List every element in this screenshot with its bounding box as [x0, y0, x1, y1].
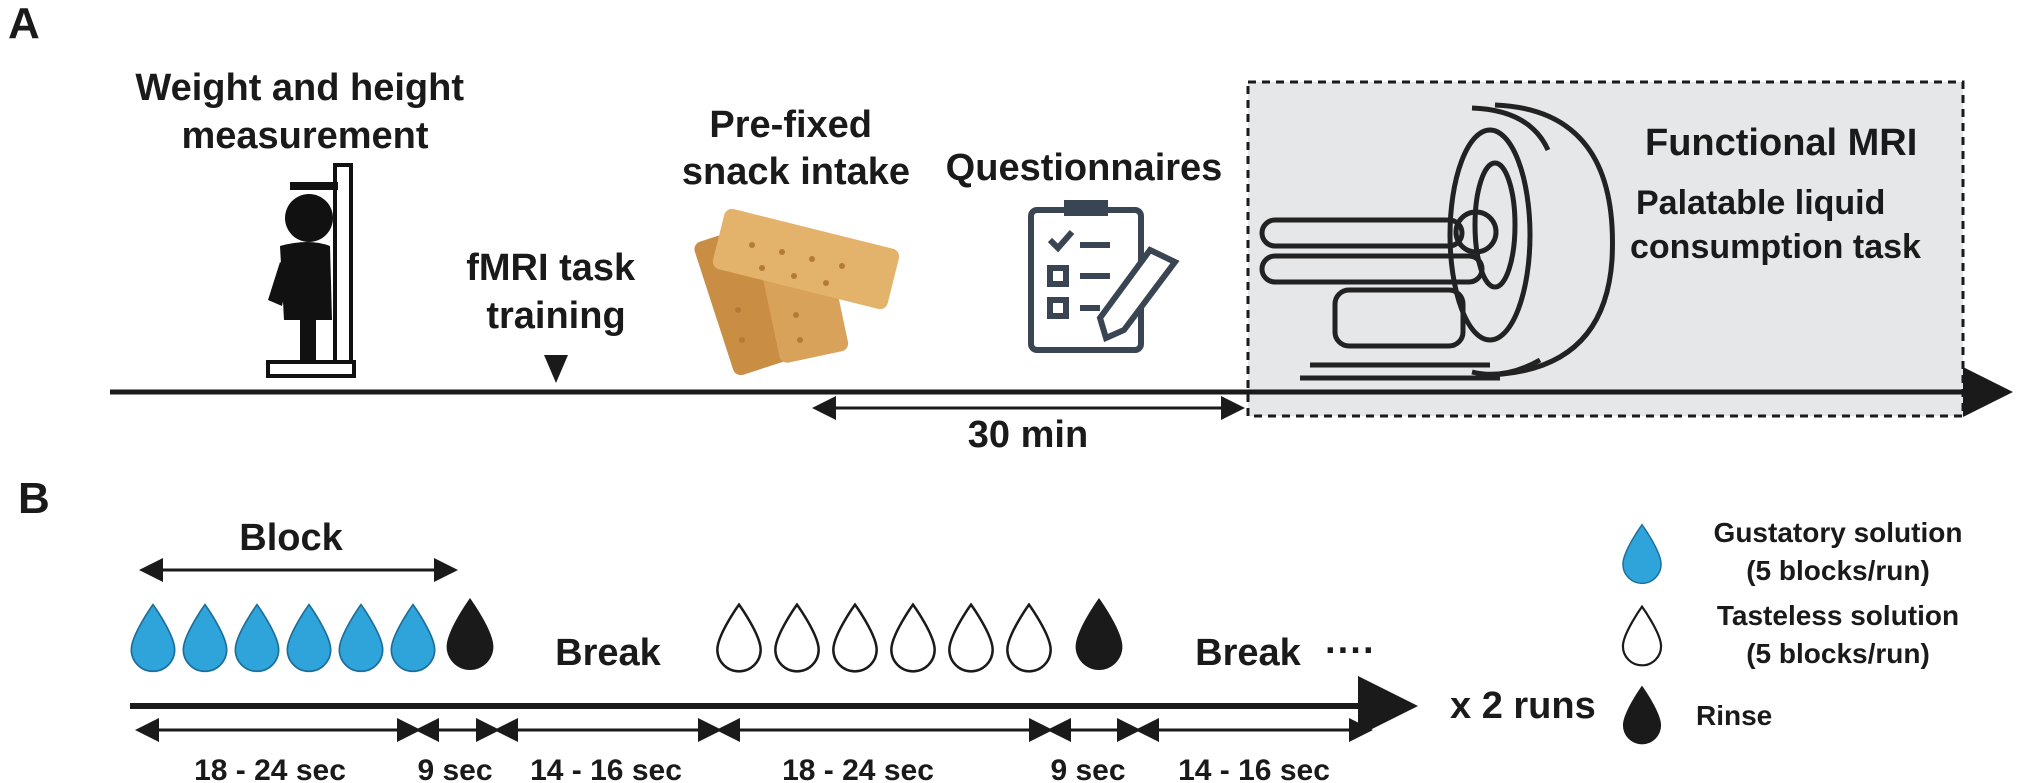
- gustatory-drop-icon: [286, 603, 332, 673]
- training-marker-icon: [544, 355, 568, 383]
- duration-label: 9 sec: [417, 754, 492, 783]
- ellipsis: ····: [1325, 630, 1376, 672]
- gustatory-drop-icon: [390, 603, 436, 673]
- gustatory-drop-icon: [338, 603, 384, 673]
- gustatory-drop-icon: [182, 603, 228, 673]
- tasteless-drop-icon: [715, 603, 763, 673]
- gustatory-drop-group: [130, 603, 436, 673]
- person-height-scale-icon: [266, 163, 356, 378]
- tasteless-drop-icon: [1005, 603, 1053, 673]
- snack-line2: snack intake: [682, 151, 910, 193]
- weight-height-line1: Weight and height: [135, 67, 464, 109]
- panel-label-b: B: [18, 474, 50, 523]
- training-line2: training: [486, 295, 625, 337]
- duration-label: 9 sec: [1050, 754, 1125, 783]
- legend-gustatory-icon: [1622, 523, 1662, 585]
- tasteless-drop-group: [715, 603, 1053, 673]
- runs-label: x 2 runs: [1450, 685, 1596, 727]
- interval-label: 30 min: [968, 414, 1088, 456]
- legend-rinse-label: Rinse: [1696, 700, 1772, 731]
- break-label-2: Break: [1195, 632, 1301, 674]
- clipboard-checklist-icon: [1028, 200, 1180, 353]
- legend-gustatory-line2: (5 blocks/run): [1746, 555, 1930, 586]
- duration-label: 18 - 24 sec: [194, 754, 346, 783]
- questionnaires-label: Questionnaires: [946, 147, 1223, 189]
- legend-tasteless-line1: Tasteless solution: [1717, 600, 1959, 631]
- training-line1: fMRI task: [466, 247, 636, 289]
- tasteless-drop-icon: [773, 603, 821, 673]
- break-label-1: Break: [555, 632, 661, 674]
- fmri-task-line2: consumption task: [1630, 228, 1921, 266]
- duration-label: 14 - 16 sec: [1178, 754, 1330, 783]
- tasteless-drop-icon: [889, 603, 937, 673]
- legend-rinse-icon: [1622, 685, 1662, 745]
- panel-label-a: A: [8, 0, 40, 48]
- rinse-drop-icon: [446, 598, 494, 670]
- mri-scanner-icon: [1259, 102, 1615, 381]
- legend-tasteless-line2: (5 blocks/run): [1746, 638, 1930, 669]
- rinse-drop-icon: [1075, 598, 1123, 670]
- weight-height-label: Weight and height measurement: [135, 67, 474, 157]
- training-label: fMRI task training: [466, 247, 645, 337]
- tasteless-drop-icon: [947, 603, 995, 673]
- fmri-box: [1246, 80, 1965, 418]
- gustatory-drop-icon: [130, 603, 176, 673]
- weight-height-line2: measurement: [181, 115, 428, 157]
- fmri-title: Functional MRI: [1645, 122, 1917, 164]
- tasteless-drop-icon: [831, 603, 879, 673]
- gustatory-drop-icon: [234, 603, 280, 673]
- duration-label: 14 - 16 sec: [530, 754, 682, 783]
- snack-label: Pre-fixed snack intake: [682, 104, 910, 193]
- snack-line1: Pre-fixed: [709, 104, 872, 146]
- block-label: Block: [239, 517, 343, 559]
- shortbread-snack-icon: [694, 208, 900, 376]
- legend-gustatory-line1: Gustatory solution: [1714, 517, 1963, 548]
- duration-label: 18 - 24 sec: [782, 754, 934, 783]
- fmri-task-line1: Palatable liquid: [1636, 184, 1885, 222]
- legend: Gustatory solution (5 blocks/run) Tastel…: [1621, 517, 1963, 745]
- legend-tasteless-icon: [1621, 605, 1663, 667]
